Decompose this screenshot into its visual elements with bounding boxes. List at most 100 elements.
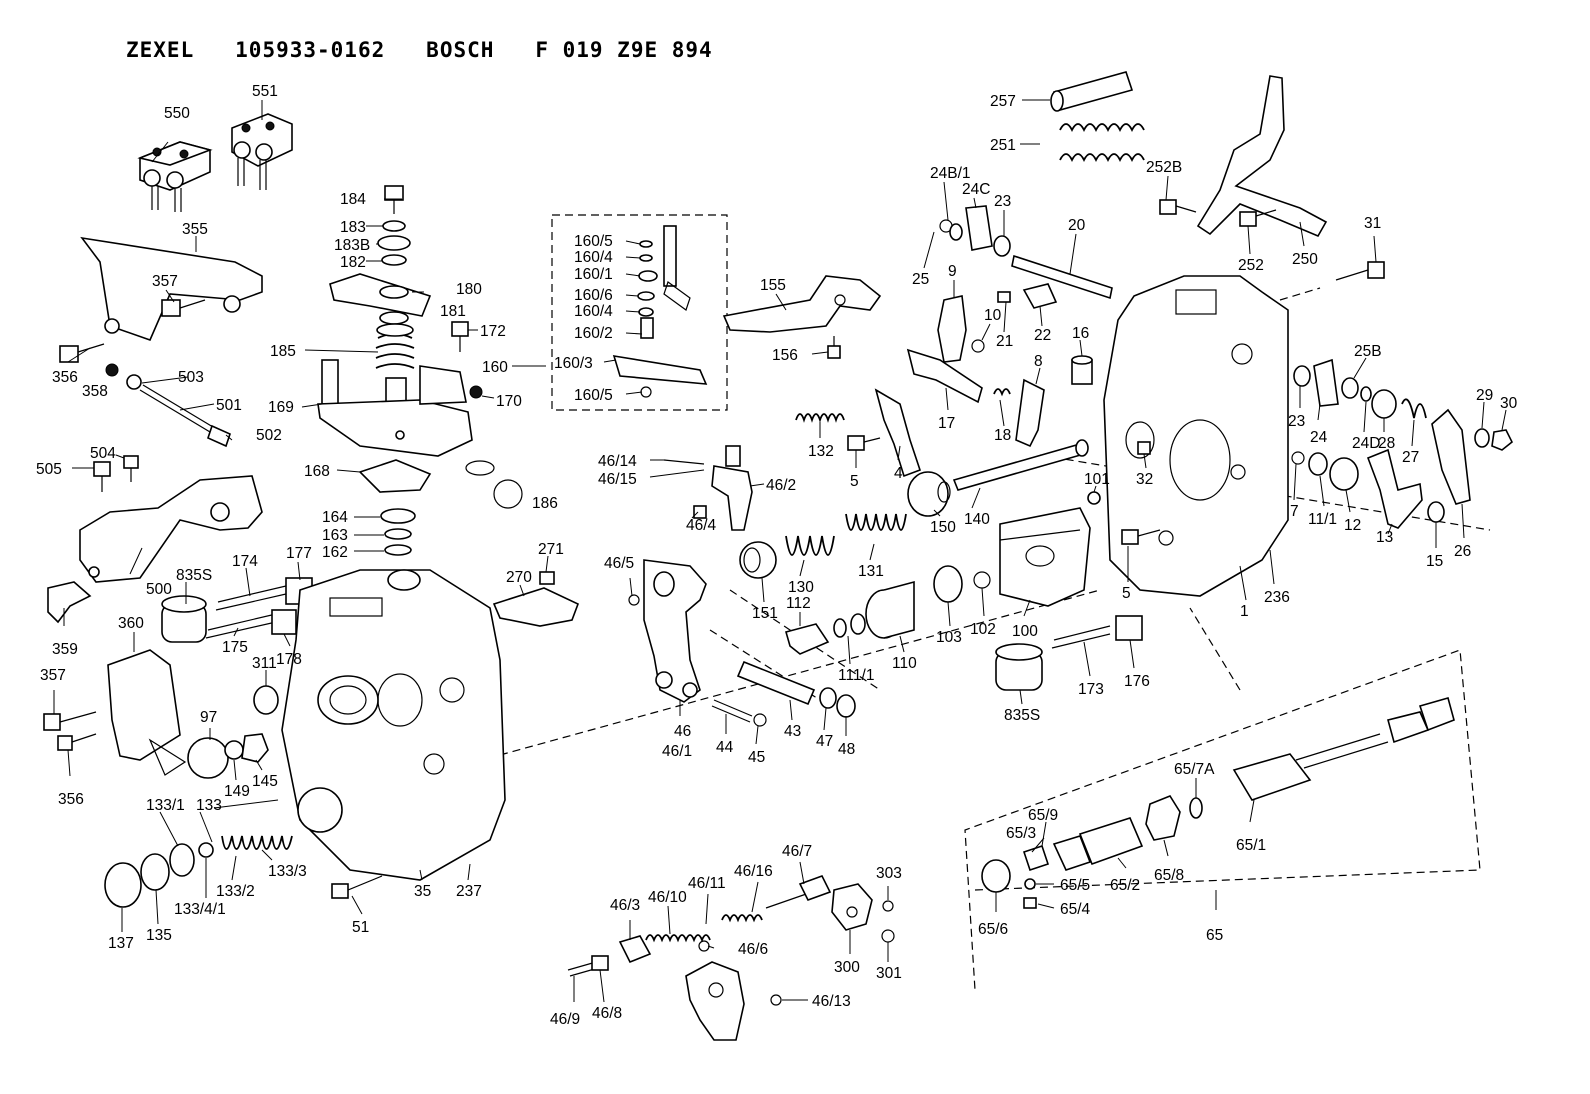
part-257-sleeve — [1050, 71, 1134, 112]
label-102: 102 — [970, 621, 996, 638]
label-236: 236 — [1264, 589, 1290, 606]
label-46-6: 46/6 — [738, 941, 768, 958]
label-46-9: 46/9 — [550, 1011, 580, 1028]
part-550-connector-block — [137, 141, 213, 212]
part-46-10-spring — [645, 934, 711, 943]
label-252: 252 — [1238, 257, 1264, 274]
label-160-5-lower: 160/5 — [574, 387, 613, 404]
part-359-clamp — [47, 581, 92, 624]
label-168: 168 — [304, 463, 330, 480]
label-135: 135 — [146, 927, 172, 944]
label-65-8: 65/8 — [1154, 867, 1184, 884]
part-155-lever — [722, 275, 882, 333]
label-46-11: 46/11 — [688, 875, 726, 892]
label-357-lower: 357 — [40, 667, 66, 684]
part-65-5-washer — [1024, 878, 1036, 890]
label-31: 31 — [1364, 215, 1381, 232]
part-45-clip — [753, 713, 767, 727]
part-26-plate — [1431, 408, 1471, 505]
part-132-spring — [795, 413, 845, 423]
label-169: 169 — [268, 399, 294, 416]
label-13: 13 — [1376, 529, 1393, 546]
title-bosch-part-number: F 019 Z9E 894 — [535, 38, 713, 62]
label-25b: 25B — [1354, 343, 1382, 360]
part-31-bolt — [1335, 261, 1385, 281]
label-5-left: 5 — [850, 473, 859, 490]
part-360-cover — [107, 649, 187, 776]
label-110: 110 — [892, 655, 917, 672]
label-156: 156 — [772, 347, 798, 364]
label-16: 16 — [1072, 325, 1089, 342]
label-183b: 183B — [334, 237, 370, 254]
part-46-2-lever — [711, 445, 753, 531]
label-133-1: 133/1 — [146, 797, 185, 814]
label-47: 47 — [816, 733, 833, 750]
part-20-shaft — [1011, 254, 1113, 300]
label-18: 18 — [994, 427, 1011, 444]
label-46-15: 46/15 — [598, 471, 637, 488]
part-46-8-nut — [591, 955, 609, 971]
label-501: 501 — [216, 397, 242, 414]
diagram-title: ZEXEL 105933-0162 BOSCH F 019 Z9E 894 — [126, 38, 713, 62]
leader-lines — [53, 99, 1507, 1003]
part-301-clip — [881, 929, 895, 943]
label-270: 270 — [506, 569, 532, 586]
label-65-9: 65/9 — [1028, 807, 1058, 824]
part-46-lower-lever — [685, 961, 745, 1041]
label-22: 22 — [1034, 327, 1051, 344]
part-168-plate — [358, 459, 432, 493]
label-26: 26 — [1454, 543, 1471, 560]
label-252b: 252B — [1146, 159, 1182, 176]
part-8-lever — [1015, 378, 1045, 448]
part-145-nut — [241, 733, 269, 763]
label-17: 17 — [938, 415, 955, 432]
part-110-sleeve — [865, 580, 915, 639]
label-7: 7 — [1290, 503, 1299, 520]
label-160-2: 160/2 — [574, 325, 613, 342]
part-164-ring — [380, 508, 416, 524]
part-504-screw — [123, 455, 139, 482]
part-24b-1-lever — [939, 219, 963, 241]
part-number-labels: 550 551 355 357 356 358 503 501 502 504 … — [36, 83, 1518, 1028]
label-303: 303 — [876, 865, 902, 882]
part-5-right-bolt — [1121, 529, 1161, 545]
part-357-lower-bolt — [43, 711, 97, 731]
label-355: 355 — [182, 221, 208, 238]
part-24d-washer — [1360, 386, 1372, 402]
part-355-bracket — [80, 236, 263, 342]
part-24c-plate — [965, 205, 993, 251]
part-163-ring — [384, 528, 412, 540]
part-131-spring — [845, 513, 907, 531]
part-835s-left-plug — [161, 595, 207, 643]
part-303-clip — [882, 900, 894, 912]
label-185: 185 — [270, 343, 296, 360]
label-43: 43 — [784, 723, 801, 740]
part-4-lever — [874, 388, 922, 478]
label-46-14: 46/14 — [598, 453, 637, 470]
label-176: 176 — [1124, 673, 1150, 690]
part-270-bracket — [492, 587, 580, 627]
part-162-ring — [384, 544, 412, 556]
part-156-screw — [827, 336, 841, 359]
label-181: 181 — [440, 303, 466, 320]
part-130-spring — [785, 535, 835, 556]
label-250: 250 — [1292, 251, 1318, 268]
part-46-13-clip — [770, 994, 782, 1006]
label-357-upper: 357 — [152, 273, 178, 290]
label-65-3: 65/3 — [1006, 825, 1036, 842]
title-zexel-part-number: 105933-0162 — [235, 38, 386, 62]
part-151-cup — [739, 541, 777, 579]
part-149-washer — [224, 740, 244, 760]
part-500-lever-bracket — [79, 475, 263, 583]
label-150: 150 — [930, 519, 956, 536]
part-46-16-spring — [721, 914, 763, 923]
label-503: 503 — [178, 369, 204, 386]
part-17-lever — [906, 348, 983, 404]
part-271-bolt — [539, 571, 555, 585]
label-133-2: 133/2 — [216, 883, 255, 900]
part-46-5-clip — [628, 594, 640, 606]
part-183b-washer — [377, 235, 411, 251]
part-501-pipe — [126, 374, 231, 448]
label-175: 175 — [222, 639, 248, 656]
part-46-7-rod — [765, 875, 832, 909]
